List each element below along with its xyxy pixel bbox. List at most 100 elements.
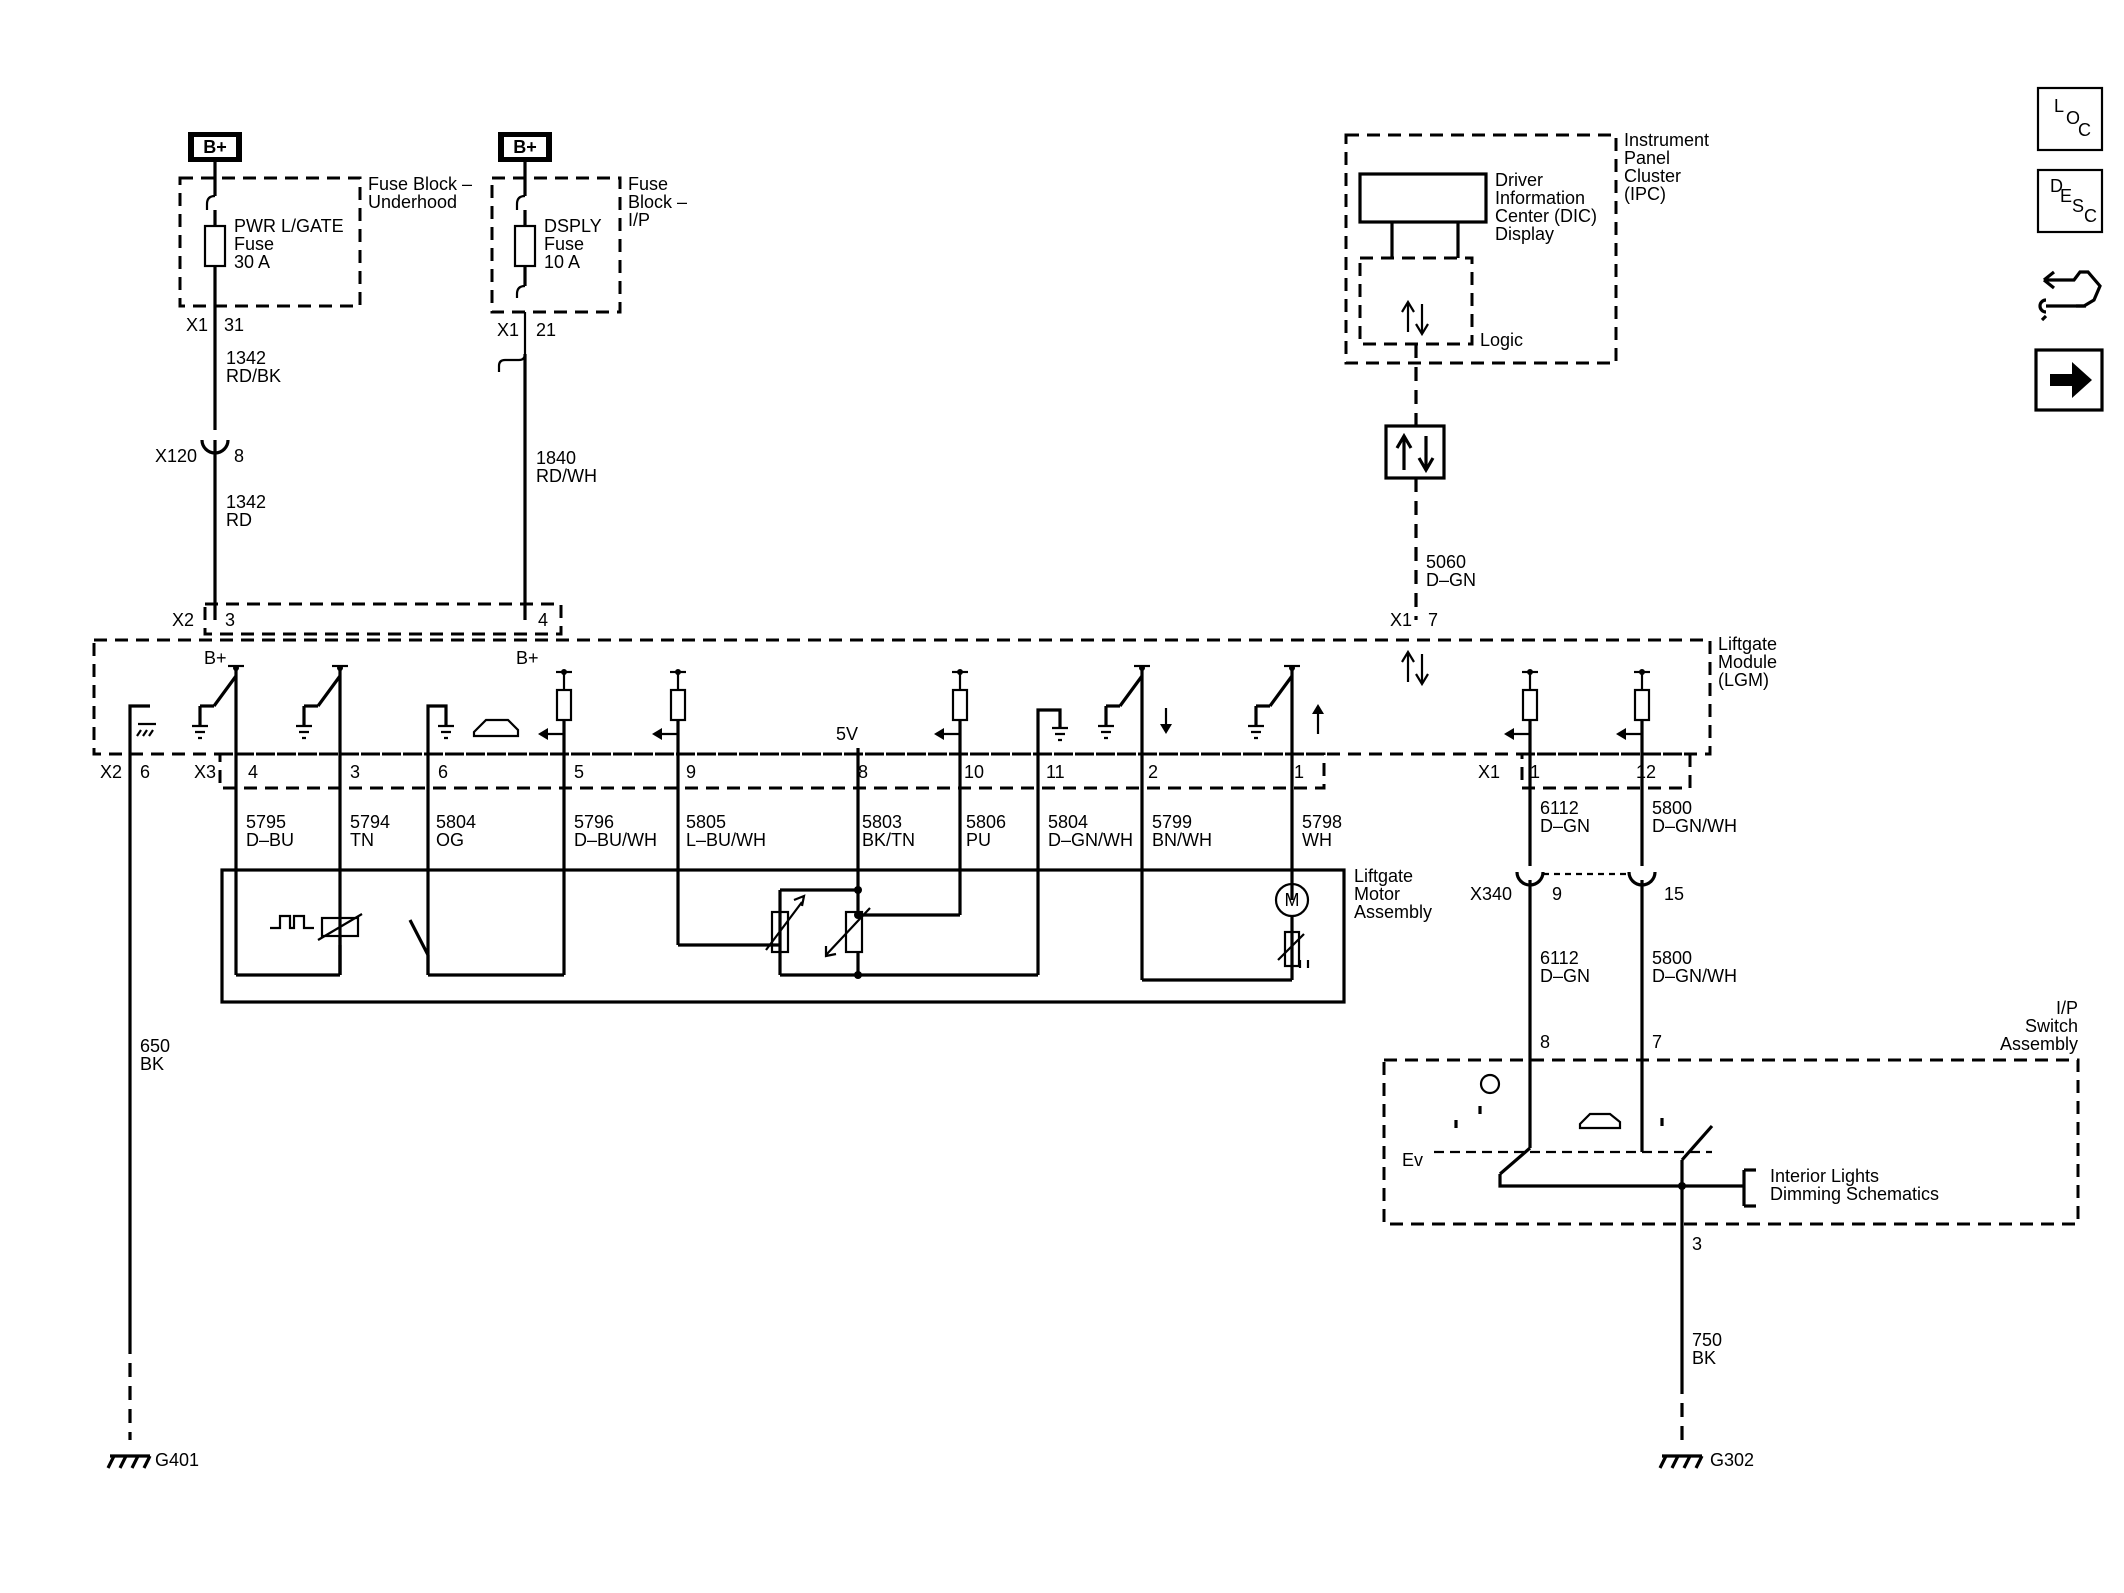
dic-l3: Center (DIC) (1495, 206, 1597, 226)
pin-7: 7 (1428, 610, 1438, 630)
wire-5806-color: PU (966, 830, 991, 850)
conn-x1b: X1 (1478, 762, 1500, 782)
nav-connector-button[interactable] (2038, 270, 2102, 322)
liftgate-icon (1578, 1112, 1622, 1130)
switch-pin-3: 3 (1692, 1234, 1702, 1254)
up-arrow-icon (1312, 704, 1324, 714)
ipc-title-l4: (IPC) (1624, 184, 1666, 204)
pin-x1b-12: 12 (1636, 762, 1656, 782)
ground-g302-label: G302 (1710, 1450, 1754, 1470)
pin-x2-3: 3 (225, 610, 235, 630)
pulse-icon (270, 914, 314, 930)
ipc-box (1344, 133, 1618, 365)
lgm-pullup-x3-9 (652, 669, 687, 945)
lgm-pullup-x1-1 (1504, 669, 1539, 866)
connector-wrench-icon[interactable] (2044, 270, 2102, 308)
liftgate-open-icon (472, 718, 520, 738)
switch-title-l2: Switch (2025, 1016, 2078, 1036)
lgm-x2-connector (203, 602, 563, 636)
wire-5803-color: BK/TN (862, 830, 915, 850)
switch-title-l1: I/P (2056, 998, 2078, 1018)
wire-5060-color: D–GN (1426, 570, 1476, 590)
nav-next-button[interactable] (2034, 348, 2104, 412)
wire-5794-color: TN (350, 830, 374, 850)
wire-5796-color: D–BU/WH (574, 830, 657, 850)
wire-650-color: BK (140, 1054, 164, 1074)
conn-x3: X3 (194, 762, 216, 782)
five-volt-label: 5V (836, 724, 858, 744)
conn-x1-left: X1 (186, 315, 208, 335)
down-arrow-icon (1160, 724, 1172, 734)
lgm-ajar-input-x3-6 (426, 704, 520, 975)
bplus-lgm-right: B+ (516, 648, 539, 668)
wire-650-num: 650 (140, 1036, 170, 1056)
nav-loc-button[interactable]: L O C (2036, 86, 2104, 152)
ip-switch-circuit: 6112 D–GN 5800 D–GN/WH X340 9 15 6112 D–… (1382, 798, 2080, 1470)
lgm-ground-x3-11 (1036, 708, 1068, 975)
wire-5805-num: 5805 (686, 812, 726, 832)
wire-1840-color: RD/WH (536, 466, 597, 486)
desc-c: C (2084, 206, 2097, 226)
ajar-switch-icon (408, 919, 430, 956)
fuse-left-l1: PWR L/GATE (234, 216, 344, 236)
motor-ptc-icon (1283, 930, 1301, 968)
conn-x2-bottom: X2 (100, 762, 122, 782)
wire-5800b-num: 5800 (1652, 948, 1692, 968)
pin-31: 31 (224, 315, 244, 335)
pin-x3-10: 10 (964, 762, 984, 782)
lgm-box (92, 638, 1712, 756)
motor-title-l2: Motor (1354, 884, 1400, 904)
bplus-lgm-left: B+ (204, 648, 227, 668)
wire-1342b-num: 1342 (226, 492, 266, 512)
lgm-pullup-x3-10 (934, 669, 969, 915)
fuse-block-right-l3: I/P (628, 210, 650, 230)
dic-display-icon (1358, 172, 1488, 224)
lgm-x3-connector (218, 752, 1326, 790)
fuse-block-underhood (178, 176, 362, 308)
fuse-pwr-lgate-icon (203, 224, 227, 268)
ipc-title-l1: Instrument (1624, 130, 1709, 150)
nav-desc-button[interactable]: D E S C (2036, 168, 2104, 234)
switch-title-l3: Assembly (2000, 1034, 2078, 1054)
wire-5804-num: 5804 (436, 812, 476, 832)
wire-5799-color: BN/WH (1152, 830, 1212, 850)
wire-5800-num: 5800 (1652, 798, 1692, 818)
motor-assembly-box (220, 868, 1346, 1004)
ip-switch-box (1382, 1058, 2080, 1226)
dic-l1: Driver (1495, 170, 1543, 190)
pin-21: 21 (536, 320, 556, 340)
wire-6112b-color: D–GN (1540, 966, 1590, 986)
pin-x3-6: 6 (438, 762, 448, 782)
pin-x3-2: 2 (1148, 762, 1158, 782)
wire-5060-num: 5060 (1426, 552, 1466, 572)
ground-g302-icon (1658, 1455, 1704, 1469)
conn-x1-right: X1 (497, 320, 519, 340)
lgm-pullup-x3-5 (538, 669, 573, 975)
wire-6112-color: D–GN (1540, 816, 1590, 836)
instrument-panel-cluster: Instrument Panel Cluster (IPC) Driver In… (1344, 130, 1709, 630)
loc-icon[interactable] (2036, 86, 2104, 152)
wire-5799-num: 5799 (1152, 812, 1192, 832)
fuse-block-ip (490, 176, 622, 314)
lgm-switch-x3-4 (192, 664, 244, 975)
wire-6112b-num: 6112 (1540, 948, 1579, 968)
motor-title-l1: Liftgate (1354, 866, 1413, 886)
next-arrow-icon[interactable] (2034, 348, 2104, 412)
wire-5795-num: 5795 (246, 812, 286, 832)
interior-lights-l1: Interior Lights (1770, 1166, 1879, 1186)
conn-x1-lgm: X1 (1390, 610, 1412, 630)
pin-x3-5: 5 (574, 762, 584, 782)
desc-e: E (2060, 186, 2072, 206)
wire-5798-color: WH (1302, 830, 1332, 850)
desc-d: D (2050, 176, 2063, 196)
fuse-dsply-icon (513, 224, 537, 268)
wire-5804b-num: 5804 (1048, 812, 1088, 832)
bplus-label-right: B+ (513, 137, 537, 157)
wire-750-num: 750 (1692, 1330, 1722, 1350)
position-sensor-b-icon (844, 910, 864, 954)
fuse-block-right-l2: Block – (628, 192, 687, 212)
wire-1342-color: RD/BK (226, 366, 281, 386)
data-bus-icon (1384, 424, 1446, 480)
pin-x3-8: 8 (858, 762, 868, 782)
desc-icon[interactable] (2036, 168, 2104, 234)
